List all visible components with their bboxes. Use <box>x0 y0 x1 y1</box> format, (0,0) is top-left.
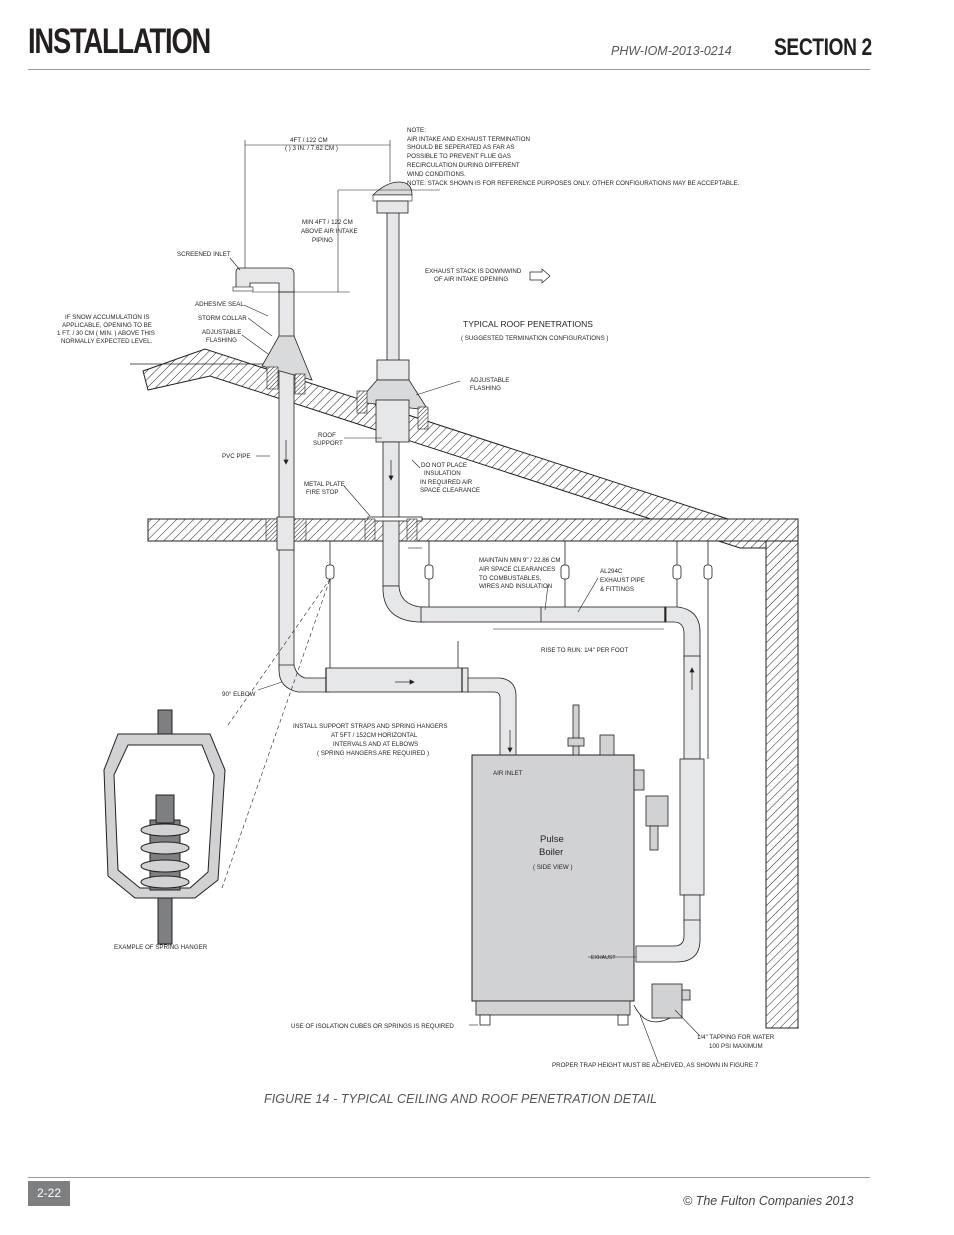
label-snow: 1 FT. / 30 CM ( MIN. ) ABOVE THIS <box>57 330 155 337</box>
label-screened-inlet: SCREENED INLET <box>177 251 231 258</box>
label-do-not-place: IN REQUIRED AIR <box>420 479 473 486</box>
label-roof-support: SUPPORT <box>313 440 343 447</box>
label-rise-to-run: RISE TO RUN: 1/4" PER FOOT <box>541 647 628 654</box>
roof <box>142 348 769 549</box>
label-metal-plate: FIRE STOP <box>306 489 339 496</box>
label-adjustable-flashing: ADJUSTABLE <box>202 329 241 336</box>
label-trap: PROPER TRAP HEIGHT MUST BE ACHEIVED, AS … <box>552 1062 759 1069</box>
spring-hanger-example <box>103 709 226 945</box>
label-adjustable-flashing: ADJUSTABLE <box>470 377 509 384</box>
label-typical-roof: TYPICAL ROOF PENETRATIONS <box>463 319 593 329</box>
label-al294c: & FITTINGS <box>600 586 634 593</box>
label-min4ft: ABOVE AIR INTAKE <box>301 228 358 235</box>
label-snow: APPLICABLE, OPENING TO BE <box>62 322 152 329</box>
label-min4ft: MIN 4FT / 122 CM <box>302 219 353 226</box>
label-boiler: Pulse <box>540 834 564 845</box>
exhaust-stack <box>386 211 400 368</box>
label-exhaust: EXHAUST <box>591 955 616 961</box>
label-do-not-place: DO NOT PLACE <box>421 462 467 469</box>
note-line: WIND CONDITIONS. <box>407 171 466 178</box>
label-roof-support: ROOF <box>318 432 336 439</box>
ceiling <box>147 518 799 542</box>
label-storm-collar: STORM COLLAR <box>198 315 247 322</box>
label-snow: NORMALLY EXPECTED LEVEL. <box>61 338 153 345</box>
copyright: © The Fulton Companies 2013 <box>683 1194 854 1208</box>
note-line: POSSIBLE TO PREVENT FLUE GAS <box>407 153 511 160</box>
label-maintain: TO COMBUSTABLES, <box>479 575 542 582</box>
label-exhaust-stack: EXHAUST STACK IS DOWNWIND <box>425 268 522 275</box>
label-straps: INSTALL SUPPORT STRAPS AND SPRING HANGER… <box>293 723 448 730</box>
note-line: RECIRCULATION DURING DIFFERENT <box>407 162 520 169</box>
header-rule <box>28 69 870 70</box>
page-title: INSTALLATION <box>28 22 211 61</box>
label-adhesive-seal: ADHESIVE SEAL <box>195 301 244 308</box>
exhaust-horizontal <box>420 606 667 623</box>
figure-caption: FIGURE 14 - TYPICAL CEILING AND ROOF PEN… <box>264 1092 658 1106</box>
footer-rule <box>28 1177 870 1178</box>
label-pvc-pipe: PVC PIPE <box>222 453 251 460</box>
label-isolation: USE OF ISOLATION CUBES OR SPRINGS IS REQ… <box>291 1023 454 1030</box>
label-spring-hanger: EXAMPLE OF SPRING HANGER <box>114 944 208 951</box>
label-dim-4ft: 4FT / 122 CM <box>290 137 328 144</box>
label-dim-3in: ( ) 3 IN. / 7.62 CM ) <box>285 145 338 152</box>
pipe-hangers <box>325 541 713 759</box>
label-min4ft: PIPING <box>312 237 333 244</box>
label-boiler: Boiler <box>539 847 563 858</box>
label-straps: INTERVALS AND AT ELBOWS <box>333 741 418 748</box>
label-do-not-place: INSULATION <box>424 470 461 477</box>
label-straps: AT 5FT / 152CM HORIZONTAL <box>331 732 418 739</box>
pulse-boiler <box>471 754 635 1002</box>
note-line: SHOULD BE SEPERATED AS FAR AS <box>407 144 515 151</box>
note-line: AIR INTAKE AND EXHAUST TERMINATION <box>407 136 530 143</box>
label-al294c: AL294C <box>600 568 623 575</box>
label-typical-roof-sub: ( SUGGESTED TERMINATION CONFIGURATIONS ) <box>461 335 608 342</box>
note-line: NOTE: STACK SHOWN IS FOR REFERENCE PURPO… <box>407 180 740 187</box>
section-title: SECTION 2 <box>774 34 872 61</box>
label-adjustable-flashing: FLASHING <box>206 337 237 344</box>
label-elbow: 90° ELBOW <box>222 691 256 698</box>
label-straps: ( SPRING HANGERS ARE REQUIRED ) <box>317 750 429 757</box>
label-maintain: MAINTAIN MIN 9" / 22.86 CM <box>479 557 561 564</box>
label-tapping: 100 PSI MAXIMUM <box>709 1043 763 1050</box>
label-tapping: 1/4" TAPPING FOR WATER <box>697 1034 775 1041</box>
label-do-not-place: SPACE CLEARANCE <box>420 487 480 494</box>
label-metal-plate: METAL PLATE <box>304 481 345 488</box>
label-side-view: ( SIDE VIEW ) <box>533 864 573 871</box>
note-line: NOTE: <box>407 127 426 134</box>
intake-horizontal <box>325 667 469 693</box>
wall <box>765 540 799 1029</box>
label-maintain: AIR SPACE CLEARANCES <box>479 566 555 573</box>
label-snow: IF SNOW ACCUMULATION IS <box>65 314 149 321</box>
label-adjustable-flashing: FLASHING <box>470 385 501 392</box>
label-al294c: EXHAUST PIPE <box>600 577 645 584</box>
page-number: 2-22 <box>28 1181 70 1206</box>
label-exhaust-stack: OF AIR INTAKE OPENING <box>434 276 508 283</box>
document-number: PHW-IOM-2013-0214 <box>611 44 732 58</box>
label-maintain: WIRES AND INSULATION <box>479 583 552 590</box>
label-air-inlet: AIR INLET <box>493 770 523 777</box>
